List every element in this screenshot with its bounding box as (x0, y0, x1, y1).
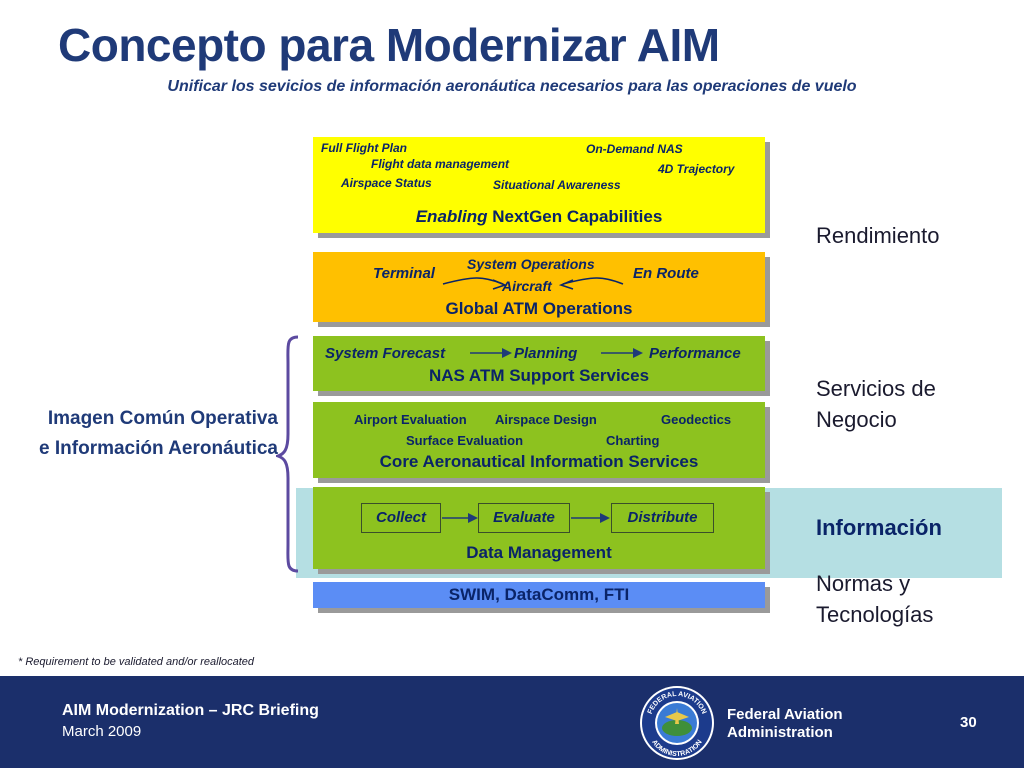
label-informacion: Información (816, 515, 942, 540)
capability-item: Flight data management (371, 157, 510, 171)
core-aeronautical-box: Airport Evaluation Airspace Design Geode… (313, 402, 765, 478)
agency-name-line2: Administration (727, 724, 833, 741)
left-brace-icon (276, 335, 299, 573)
core-item: Surface Evaluation (406, 433, 524, 448)
core-item: Airspace Design (495, 412, 597, 427)
core-item: Geodectics (661, 412, 732, 427)
page-title: Concepto para Modernizar AIM (58, 19, 720, 71)
flow-evaluate: Evaluate (478, 503, 570, 533)
nextgen-capabilities-box: Full Flight Plan Flight data management … (313, 137, 765, 233)
system-operations-label: System Operations (467, 256, 595, 272)
aircraft-label: Aircraft (502, 278, 552, 294)
footer-date: March 2009 (62, 723, 142, 740)
label-servicios-line1: Servicios de (816, 376, 936, 401)
label-normas-line2: Tecnologías (816, 602, 934, 627)
flow-distribute: Distribute (611, 503, 714, 533)
swim-box: SWIM, DataComm, FTI (313, 582, 765, 608)
core-aeronautical-title: Core Aeronautical Information Services (379, 452, 699, 471)
en-route-label: En Route (633, 265, 699, 282)
footnote: * Requirement to be validated and/or rea… (18, 656, 255, 668)
flow-planning: Planning (514, 345, 578, 362)
terminal-label: Terminal (373, 265, 435, 282)
arrow-right-icon (470, 348, 512, 358)
data-management-box: Collect Evaluate Distribute Data Managem… (313, 487, 765, 569)
page-subtitle: Unificar los sevicios de información aer… (167, 78, 857, 95)
capability-item: Full Flight Plan (321, 141, 407, 155)
exchange-arrows-icon (442, 277, 624, 290)
core-item: Charting (606, 433, 660, 448)
arrow-right-icon (442, 513, 478, 523)
title-rest: NextGen Capabilities (487, 207, 663, 226)
swim-title: SWIM, DataComm, FTI (448, 585, 630, 604)
label-rendimiento: Rendimiento (816, 223, 940, 248)
capability-item: On-Demand NAS (586, 142, 683, 156)
flow-performance: Performance (649, 345, 741, 362)
left-label-line2: e Información Aeronáutica (39, 438, 278, 459)
capability-item: Airspace Status (341, 176, 432, 190)
nas-support-box: System Forecast Planning Performance NAS… (313, 336, 765, 391)
footer-bar: AIM Modernization – JRC Briefing March 2… (0, 676, 1024, 768)
arrow-right-icon (571, 513, 610, 523)
global-atm-box: Terminal System Operations Aircraft En R… (313, 252, 765, 322)
capability-item: 4D Trajectory (658, 162, 735, 176)
core-item: Airport Evaluation (354, 412, 467, 427)
nextgen-capabilities-title: Enabling NextGen Capabilities (313, 207, 765, 227)
nas-support-title: NAS ATM Support Services (428, 366, 650, 385)
global-atm-title: Global ATM Operations (445, 299, 633, 318)
agency-name-line1: Federal Aviation (727, 706, 843, 723)
page-number: 30 (960, 714, 977, 731)
capability-item: Situational Awareness (493, 178, 621, 192)
left-label-line1: Imagen Común Operativa (47, 408, 278, 429)
data-management-title: Data Management (466, 543, 612, 562)
faa-seal-icon: FEDERAL AVIATION ADMINISTRATION (640, 686, 714, 760)
label-normas-line1: Normas y (816, 571, 911, 596)
footer-briefing: AIM Modernization – JRC Briefing (62, 702, 319, 719)
label-servicios-line2: Negocio (816, 407, 897, 432)
arrow-right-icon (601, 348, 643, 358)
flow-collect: Collect (361, 503, 441, 533)
flow-system-forecast: System Forecast (325, 345, 446, 362)
title-emphasis: Enabling (415, 207, 488, 226)
